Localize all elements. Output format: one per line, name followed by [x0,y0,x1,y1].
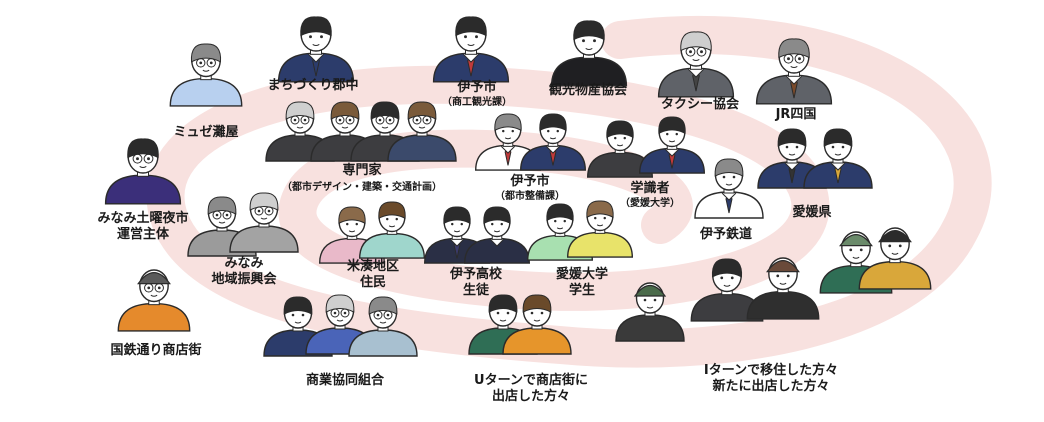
label-ehime-university: 愛媛大学 学生 [556,267,608,299]
label-iyo-city-seibi-sub: （都市整備課） [495,191,565,202]
person-gakushiki-1 [586,120,654,178]
label-senmonka-main: 専門家 [342,163,382,178]
label-iyo-city-kanko-sub: （商工観光課） [442,97,512,108]
label-yonemina-chiku: 米湊地区 住民 [347,259,399,291]
person-iturn-top-2 [858,227,932,290]
label-museze-nadaya: ミュゼ灘屋 [173,125,239,140]
label-iyo-hs-line1: 伊予高校 [449,267,503,282]
label-ehime-prefecture: 愛媛県 [792,205,832,220]
label-iyo-city-seibi: 伊予市 （都市整備課） [495,174,565,203]
label-ehime-univ-line2: 学生 [568,283,596,298]
person-museze [169,43,243,107]
label-iyo-railway: 伊予鉄道 [699,227,753,242]
label-i-turn-line2: 新たに出店した方々 [712,379,830,394]
person-iturn-1 [690,258,764,322]
person-machizukuri [277,16,355,83]
person-uturn-2 [502,294,572,355]
label-u-turn: Uターンで商店街に 出店した方々 [474,373,588,405]
person-kokutetsu [117,269,191,332]
person-iyo-hs-2 [463,206,531,264]
person-iturn-shop [615,282,685,342]
person-shogyo-3 [348,296,418,357]
label-senmonka-sub: （都市デザイン・建築・交通計画） [282,182,442,193]
spiral-stroke [146,16,992,368]
label-jr-shikoku: JR四国 [775,107,817,122]
label-iyo-hs-line2: 生徒 [462,283,490,298]
label-ehime-univ-line1: 愛媛大学 [555,267,609,282]
label-minami-chiiki-line1: みなみ [224,256,264,271]
person-iyo-railway [694,158,764,219]
person-jr-shikoku [755,38,833,105]
label-senmonka: 専門家 （都市デザイン・建築・交通計画） [282,163,442,194]
person-senmonka-4 [387,101,457,162]
label-machizukuri-gunchu: まちづくり郡中 [267,78,359,93]
label-u-turn-line2: 出店した方々 [491,389,571,404]
label-minami-doyo-yoichi-line2: 運営主体 [116,227,170,242]
person-minami-shinko-2 [229,192,299,253]
person-ehime-univ-2 [566,200,634,258]
person-ehime-pref-2 [803,128,873,189]
label-shogyo-kyodo-kumiai: 商業協同組合 [305,373,385,388]
label-iyo-high-school: 伊予高校 生徒 [450,267,502,299]
label-kokutetsu-dori: 国鉄通り商店街 [110,343,202,358]
label-u-turn-line1: Uターンで商店街に [474,373,588,388]
person-iyo-city-seibi-2 [519,113,587,171]
label-i-turn-line1: Iターンで移住した方々 [703,363,839,378]
label-minami-doyo-yoichi: みなみ土曜夜市 運営主体 [97,211,188,243]
label-kanko-bussan-kyokai: 観光物産協会 [548,83,628,98]
label-gakushiki-main: 学識者 [630,181,670,196]
label-iyo-city-seibi-main: 伊予市 [510,174,550,189]
person-minami-yoichi [104,138,182,205]
person-yonemina-2 [358,201,426,259]
person-gakushiki-2 [638,116,706,174]
label-iyo-city-kanko-main: 伊予市 [457,80,497,95]
person-iyo-city-kanko [432,16,510,83]
person-kanko-bussan [550,20,628,87]
label-gakushiki: 学識者 （愛媛大学） [620,181,680,210]
label-yonemina-line1: 米湊地区 [346,259,400,274]
person-taxi [657,31,735,98]
person-iturn-2 [746,257,820,320]
label-minami-chiiki-shinkokai: みなみ 地域振興会 [211,256,276,288]
label-iyo-city-kanko: 伊予市 （商工観光課） [442,80,512,109]
label-gakushiki-sub: （愛媛大学） [620,198,680,209]
label-yonemina-line2: 住民 [359,275,387,290]
label-minami-doyo-yoichi-line1: みなみ土曜夜市 [97,211,189,226]
person-uturn-1 [468,294,538,355]
label-taxi-kyokai: タクシー協会 [660,97,740,112]
label-i-turn: Iターンで移住した方々 新たに出店した方々 [704,363,838,395]
label-minami-chiiki-line2: 地域振興会 [211,272,277,287]
